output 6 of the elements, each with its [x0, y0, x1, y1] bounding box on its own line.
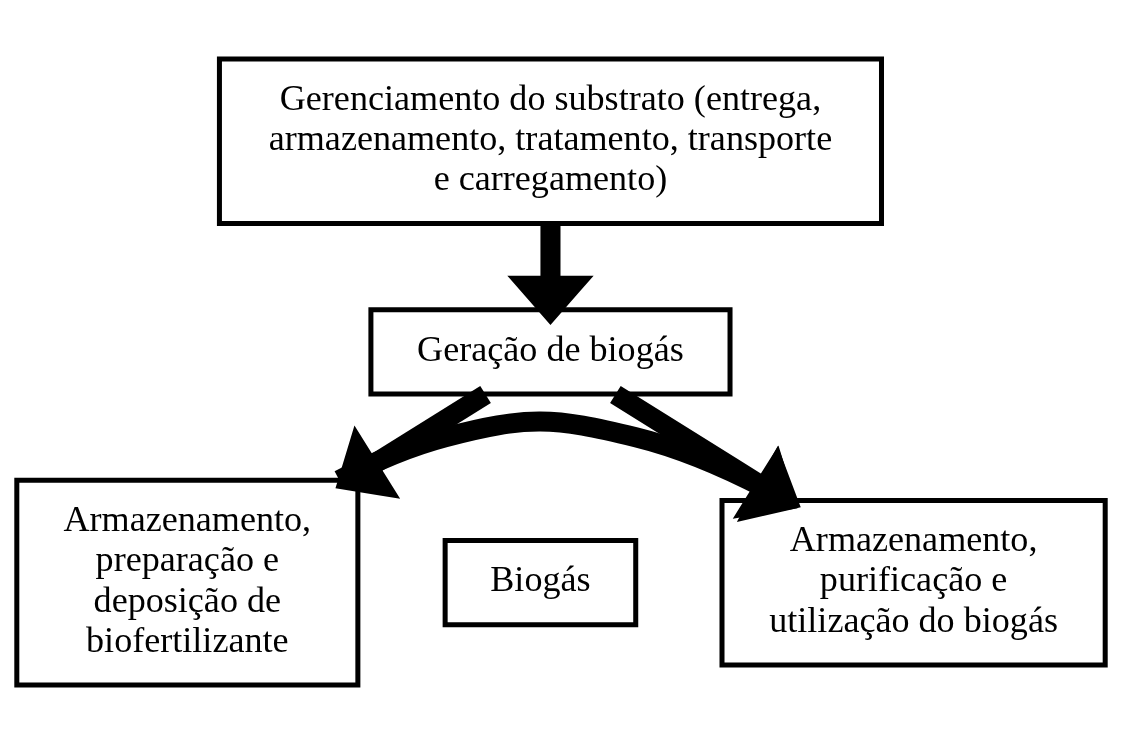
node-box: Armazenamento, purificação e utilização do biogás: [719, 497, 1108, 668]
node-box: Geração de biogás: [368, 307, 733, 397]
node-box: Armazenamento, preparação e deposição de biofertilizante: [14, 477, 361, 688]
node-box: Biogás: [442, 538, 639, 628]
arrow: [507, 223, 594, 325]
node-box: Gerenciamento do substrato (entrega, armazenamento, tratamento, transporte e carregamento): [216, 56, 884, 227]
